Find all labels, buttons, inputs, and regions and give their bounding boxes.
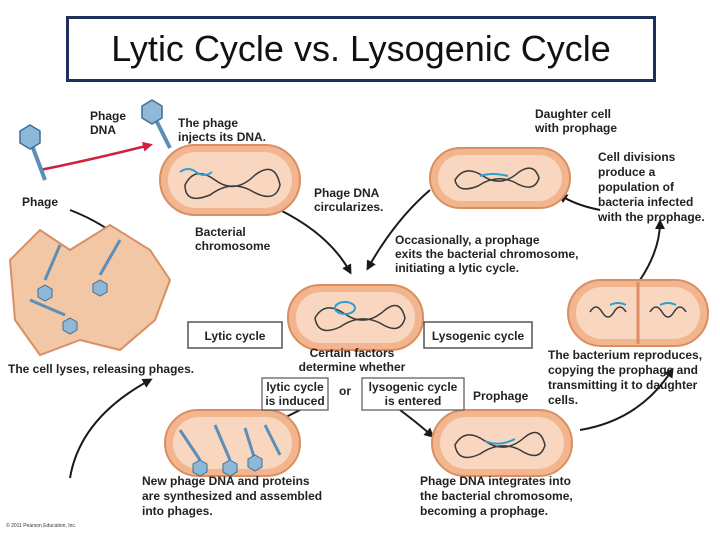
reproduces-3: transmitting it to daughter (548, 378, 698, 392)
bacterium-infection (159, 144, 301, 216)
certain-factors-1: Certain factors (310, 346, 395, 360)
certain-factors-2: determine whether (299, 360, 406, 374)
new-phage-1: New phage DNA and proteins (142, 474, 310, 488)
integrates-2: the bacterial chromosome, (420, 489, 573, 503)
title-box: Lytic Cycle vs. Lysogenic Cycle (66, 16, 656, 82)
copyright: © 2011 Pearson Education, Inc. (6, 522, 76, 529)
lysogenic-cycle-label: Lysogenic cycle (432, 329, 525, 343)
inject-arrow (39, 141, 153, 172)
reproduces-4: cells. (548, 393, 578, 407)
circularizes-label-2: circularizes. (314, 200, 383, 214)
bacterium-daughter (429, 147, 571, 209)
arrow-circularize-to-lysogen (366, 189, 431, 271)
bacterium-dividing (567, 279, 709, 347)
divisions-label-4: bacteria infected (598, 195, 693, 209)
chromosome-label-1: Bacterial (195, 225, 246, 239)
chromosome-label-2: chromosome (195, 239, 271, 253)
divisions-label-3: population of (598, 180, 675, 194)
arrow-center-to-lysogenic (399, 409, 435, 439)
phage-dna-label-1: Phage (90, 109, 126, 123)
circularizes-label-1: Phage DNA (314, 186, 380, 200)
bacterium-new-phages (164, 409, 301, 477)
phage-dna-strand (179, 168, 213, 176)
lysogenic-cycle-box (423, 321, 533, 349)
burst-cell (8, 223, 172, 357)
injects-label-1: The phage (178, 116, 238, 130)
phage-label: Phage (22, 195, 58, 209)
bacteriophage-icon (141, 99, 172, 149)
prophage-label: Prophage (473, 389, 529, 403)
occasionally-label-3: initiating a lytic cycle. (395, 261, 519, 275)
integrates-3: becoming a prophage. (420, 504, 548, 518)
arrow-lyse-to-new (69, 378, 153, 479)
occasionally-label-1: Occasionally, a prophage (395, 233, 540, 247)
lytic-induced-line2: is induced (265, 394, 324, 408)
lysogenic-entered-line1: lysogenic cycle (369, 380, 458, 394)
or-label: or (339, 384, 351, 398)
divisions-label-2: produce a (598, 165, 656, 179)
arrow-prophage-to-reproduce (579, 367, 674, 431)
lytic-cycle-box (187, 321, 283, 349)
daughter-label-1: Daughter cell (535, 107, 611, 121)
new-phage-2: are synthesized and assembled (142, 489, 322, 503)
lytic-induced-box (261, 377, 329, 411)
injects-label-2: injects its DNA. (178, 130, 266, 144)
bacterial-chromosome (184, 168, 281, 200)
arrow-top-right-to-daughter (557, 193, 601, 211)
phage-dna-label-2: DNA (90, 123, 116, 137)
divisions-label-5: with the prophage. (597, 210, 705, 224)
lytic-cycle-label: Lytic cycle (205, 329, 266, 343)
arrow-reproduce-to-divide (639, 219, 665, 281)
daughter-label-2: with prophage (534, 121, 617, 135)
reproduces-2: copying the prophage and (548, 363, 698, 377)
bacterium-prophage (431, 409, 573, 477)
divisions-label-1: Cell divisions (598, 150, 676, 164)
reproduces-1: The bacterium reproduces, (548, 348, 702, 362)
new-phage-3: into phages. (142, 504, 213, 518)
lysogenic-entered-box (361, 377, 465, 411)
free-phage-icon (19, 124, 47, 181)
bacterium-center (287, 284, 424, 351)
integrates-1: Phage DNA integrates into (420, 474, 571, 488)
arrow-infection-to-circularize (279, 209, 352, 275)
lytic-induced-line1: lytic cycle (266, 380, 324, 394)
occasionally-label-2: exits the bacterial chromosome, (395, 247, 578, 261)
lyses-label: The cell lyses, releasing phages. (8, 362, 194, 376)
lysogenic-entered-line2: is entered (385, 394, 442, 408)
page-title: Lytic Cycle vs. Lysogenic Cycle (111, 28, 611, 69)
